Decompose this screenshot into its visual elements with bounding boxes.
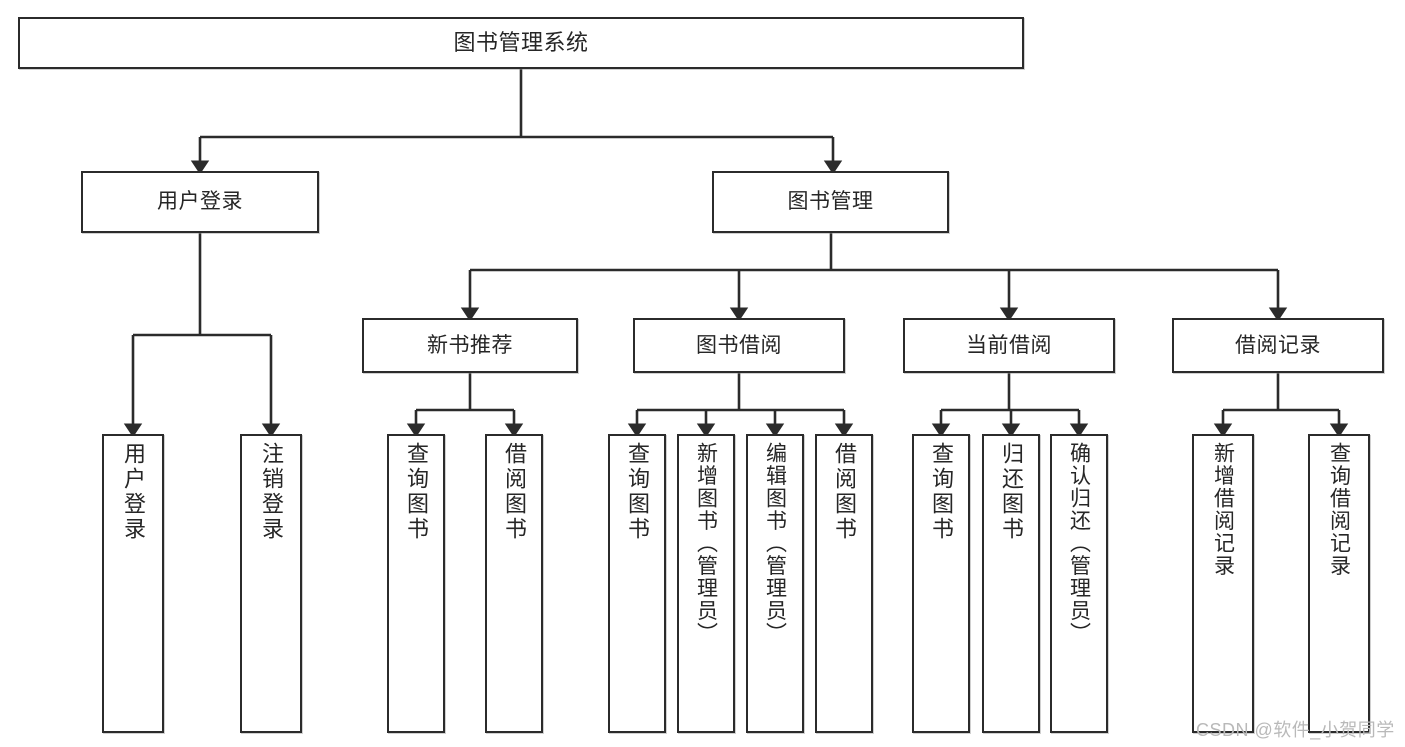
node-root[interactable]: 图书管理系统 — [18, 17, 1024, 69]
node-borrow-record-label: 借阅记录 — [1235, 333, 1321, 357]
node-current-borrow-label: 当前借阅 — [966, 333, 1052, 357]
leaf-confirm-return-admin[interactable]: 确认归还（管理员） — [1050, 434, 1108, 733]
csdn-watermark: CSDN @软件_小贺同学 — [1196, 720, 1395, 740]
leaf-user-login[interactable]: 用户登录 — [102, 434, 164, 733]
node-root-label: 图书管理系统 — [453, 29, 589, 55]
leaf-add-book-admin[interactable]: 新增图书（管理员） — [677, 434, 735, 733]
node-new-book-recommend[interactable]: 新书推荐 — [362, 318, 578, 373]
node-book-management[interactable]: 图书管理 — [712, 171, 949, 233]
leaf-query-book-newbook[interactable]: 查询图书 — [387, 434, 445, 733]
leaf-confirm-return-admin-label: 确认归还（管理员） — [1067, 442, 1091, 645]
leaf-query-borrow-record-label: 查询借阅记录 — [1327, 442, 1351, 577]
leaf-edit-book-admin[interactable]: 编辑图书（管理员） — [746, 434, 804, 733]
leaf-edit-book-admin-label: 编辑图书（管理员） — [763, 442, 787, 645]
leaf-add-borrow-record-label: 新增借阅记录 — [1211, 442, 1235, 577]
node-user-login-label: 用户登录 — [157, 190, 243, 214]
leaf-query-book-newbook-label: 查询图书 — [404, 442, 429, 542]
node-new-book-recommend-label: 新书推荐 — [427, 333, 513, 357]
leaf-query-book-borrow-label: 查询图书 — [625, 442, 650, 542]
leaf-logout-login[interactable]: 注销登录 — [240, 434, 302, 733]
leaf-logout-login-label: 注销登录 — [259, 442, 284, 542]
leaf-query-borrow-record[interactable]: 查询借阅记录 — [1308, 434, 1370, 733]
leaf-return-book[interactable]: 归还图书 — [982, 434, 1040, 733]
leaf-query-book-borrow[interactable]: 查询图书 — [608, 434, 666, 733]
leaf-return-book-label: 归还图书 — [999, 442, 1024, 542]
leaf-borrow-book[interactable]: 借阅图书 — [815, 434, 873, 733]
leaf-borrow-book-newbook[interactable]: 借阅图书 — [485, 434, 543, 733]
leaf-add-borrow-record[interactable]: 新增借阅记录 — [1192, 434, 1254, 733]
leaf-borrow-book-newbook-label: 借阅图书 — [502, 442, 527, 542]
leaf-query-book-current[interactable]: 查询图书 — [912, 434, 970, 733]
node-book-borrow[interactable]: 图书借阅 — [633, 318, 845, 373]
leaf-query-book-current-label: 查询图书 — [929, 442, 954, 542]
node-current-borrow[interactable]: 当前借阅 — [903, 318, 1115, 373]
node-borrow-record[interactable]: 借阅记录 — [1172, 318, 1384, 373]
leaf-borrow-book-label: 借阅图书 — [832, 442, 857, 542]
leaf-add-book-admin-label: 新增图书（管理员） — [694, 442, 718, 645]
leaf-user-login-label: 用户登录 — [121, 442, 146, 542]
node-book-management-label: 图书管理 — [787, 190, 874, 214]
node-user-login[interactable]: 用户登录 — [81, 171, 319, 233]
node-book-borrow-label: 图书借阅 — [696, 333, 782, 357]
